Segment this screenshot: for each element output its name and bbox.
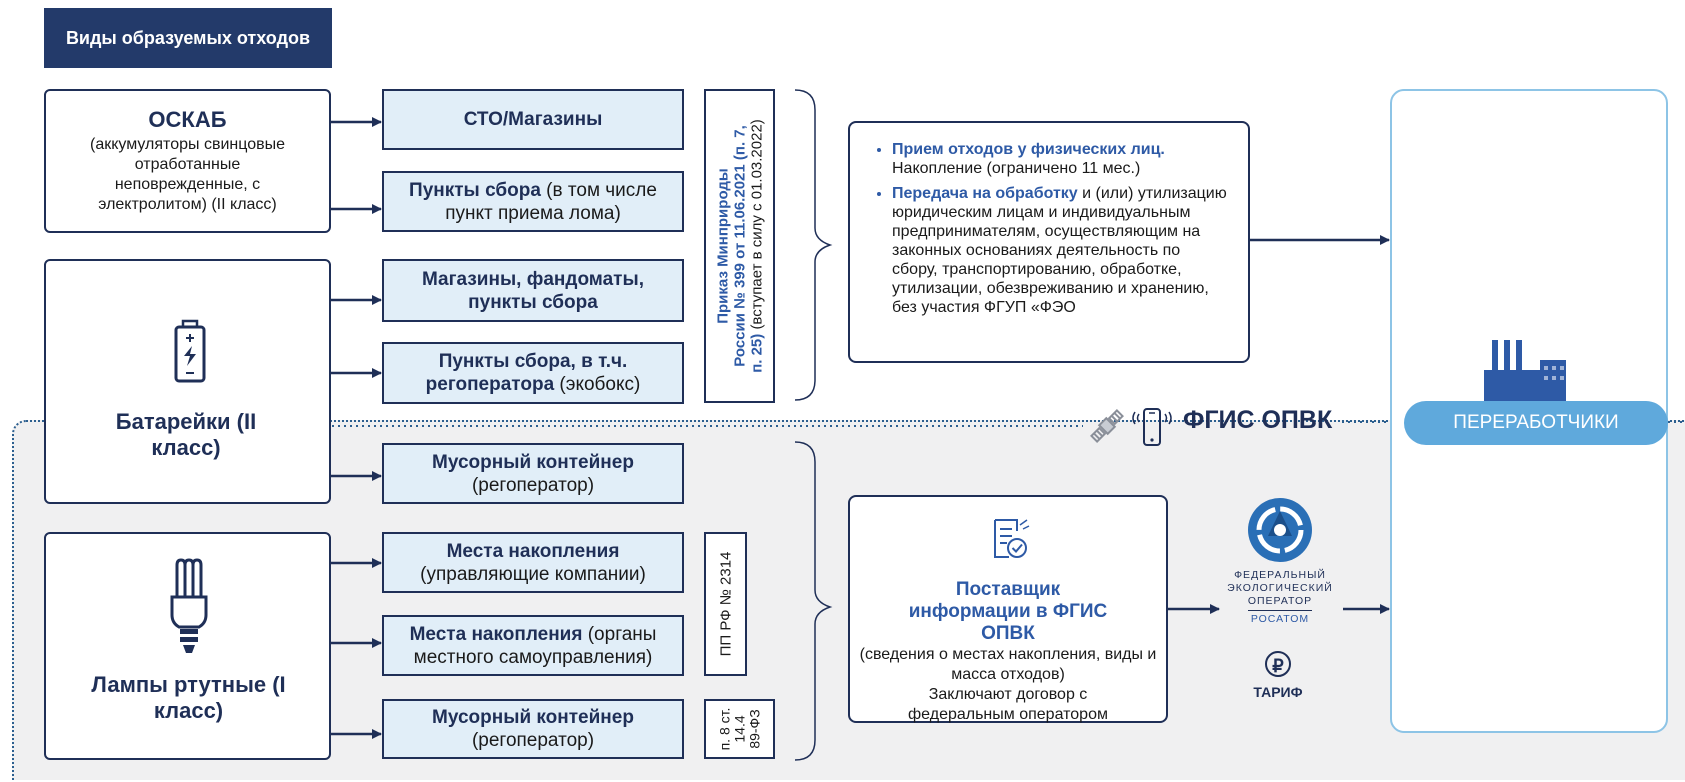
dest-collection-points-scrap: Пункты сбора (в том числе пункт приема л… — [382, 171, 684, 232]
provider-description: (сведения о местах накопления, виды и ма… — [859, 646, 1157, 683]
dest-shops-fandomats: Магазины, фандоматы, пункты сбора — [382, 259, 684, 322]
category-oskab-title: ОСКАБ — [148, 107, 227, 132]
dest-waste-container-batteries: Мусорный контейнер(регоператор) — [382, 443, 684, 504]
legal-pp-2314: ПП РФ № 2314 — [704, 532, 747, 676]
info-box-individuals: Прием отходов у физических лиц.Накоплени… — [848, 121, 1250, 363]
lamp-icon — [170, 558, 208, 653]
provider-text: Поставщик информации в ФГИС ОПВК (сведен… — [858, 579, 1158, 725]
processors-button[interactable]: ПЕРЕРАБОТЧИКИ — [1404, 401, 1668, 445]
dest-collection-points-regoperator: Пункты сбора, в т.ч. регоператора (экобо… — [382, 342, 684, 404]
category-lamps-title: Лампы ртутные (I класс) — [91, 672, 286, 723]
category-oskab: ОСКАБ (аккумуляторы свинцовые отработанн… — [44, 89, 331, 233]
satellite-icon — [1090, 409, 1124, 443]
bullet-transfer: Передача на обработку и (или) утилизацию… — [892, 184, 1228, 317]
battery-icon — [174, 319, 206, 383]
waste-types-header: Виды образуемых отходов — [44, 8, 332, 68]
dest-accumulation-management-companies: Места накопления(управляющие компании) — [382, 532, 684, 593]
info-box-provider: Поставщик информации в ФГИС ОПВК (сведен… — [848, 495, 1168, 723]
category-batteries: Батарейки (II класс) — [44, 259, 331, 504]
rosatom-logo-icon — [1248, 498, 1312, 562]
tariff-label: ТАРИФ — [1253, 684, 1303, 700]
dest-accumulation-local-government: Места накопления (органы местного самоуп… — [382, 615, 684, 676]
bullet-reception: Прием отходов у физических лиц.Накоплени… — [892, 140, 1228, 178]
phone-signal-icon — [1132, 408, 1172, 446]
federal-operator-text: ФЕДЕРАЛЬНЫЙ ЭКОЛОГИЧЕСКИЙ ОПЕРАТОР РОСАТ… — [1227, 569, 1333, 625]
ruble-icon: ₽ — [1265, 651, 1291, 677]
factory-icon — [1484, 340, 1566, 402]
dest-sto-shops: СТО/Магазины — [382, 89, 684, 150]
provider-title: Поставщик информации в ФГИС ОПВК — [908, 579, 1108, 644]
document-check-icon — [994, 519, 1030, 558]
category-batteries-title: Батарейки (II класс) — [115, 409, 257, 460]
category-oskab-subtitle: (аккумуляторы свинцовые отработанные неп… — [90, 136, 285, 213]
category-lamps: Лампы ртутные (I класс) — [44, 532, 331, 760]
fgis-opvk-label: ФГИС ОПВК — [1183, 406, 1333, 434]
provider-contract: Заключают договор с федеральным оператор… — [908, 686, 1108, 723]
dest-waste-container-lamps: Мусорный контейнер(регоператор) — [382, 699, 684, 759]
